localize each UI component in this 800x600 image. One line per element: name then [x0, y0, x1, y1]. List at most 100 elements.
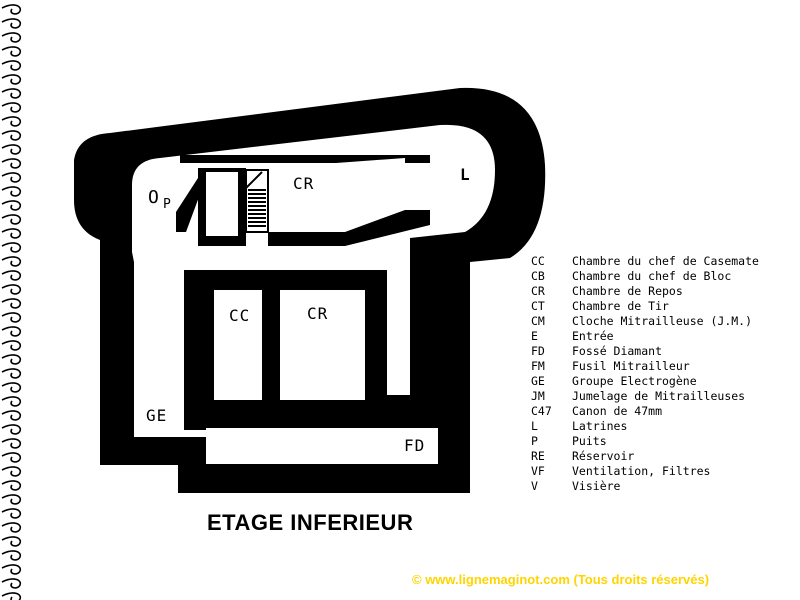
spiral-loop — [1, 256, 22, 267]
legend-row: E Entrée — [531, 329, 759, 344]
legend-code: CT — [531, 299, 545, 313]
spiral-loop — [1, 200, 22, 211]
wall-cr-top — [280, 270, 365, 290]
legend-description: Chambre du chef de Bloc — [572, 269, 732, 283]
spiral-loop — [1, 74, 22, 85]
spiral-loop — [1, 550, 22, 561]
wall-cc-right — [262, 270, 280, 410]
spiral-loop — [1, 228, 22, 239]
legend-row: V Visière — [531, 479, 759, 494]
upper-cr-room — [268, 158, 405, 232]
spiral-loop — [1, 354, 22, 365]
legend-description: Entrée — [572, 329, 614, 343]
spiral-loop — [1, 242, 22, 253]
spiral-loop — [1, 494, 22, 505]
spiral-loop — [1, 130, 22, 141]
spiral-loop — [1, 410, 22, 421]
legend-code: E — [531, 329, 538, 343]
room-label-cr-lower: CR — [307, 304, 329, 323]
legend-row: CC Chambre du chef de Casemate — [531, 254, 759, 269]
legend-description: Jumelage de Mitrailleuses — [572, 389, 746, 403]
legend-description: Réservoir — [572, 449, 635, 463]
spiral-loop — [1, 368, 22, 379]
room-label-ge: GE — [146, 406, 168, 425]
spiral-loop — [1, 186, 22, 197]
legend-code: CB — [531, 269, 545, 283]
legend-code: V — [531, 479, 538, 493]
legend-description: Fusil Mitrailleur — [572, 359, 690, 373]
spiral-loop — [1, 452, 22, 463]
spiral-loop — [1, 508, 22, 519]
spiral-loop — [1, 396, 22, 407]
legend-code: FM — [531, 359, 545, 373]
cr-room — [280, 290, 365, 400]
spiral-loop — [1, 522, 22, 533]
spiral-loop — [1, 326, 22, 337]
legend-description: Ventilation, Filtres — [572, 464, 711, 478]
legend-description: Visière — [572, 479, 621, 493]
fd-wall-slant — [387, 395, 415, 425]
room-label-p: P — [163, 197, 172, 212]
room-label-cr-upper: CR — [293, 174, 315, 193]
legend-description: Chambre du chef de Casemate — [572, 254, 759, 268]
staircase — [248, 189, 266, 227]
legend-row: CT Chambre de Tir — [531, 299, 759, 314]
legend-row: CR Chambre de Repos — [531, 284, 759, 299]
legend-row: CB Chambre du chef de Bloc — [531, 269, 759, 284]
ge-room — [134, 395, 184, 437]
fd-ditch — [206, 428, 438, 464]
legend-description: Chambre de Tir — [572, 299, 669, 313]
spiral-loop — [1, 564, 22, 575]
legend-code: L — [531, 419, 538, 433]
spiral-loop — [1, 480, 22, 491]
plan-title: ETAGE INFERIEUR — [207, 510, 414, 535]
legend-row: VF Ventilation, Filtres — [531, 464, 759, 479]
wall-cr-right — [365, 270, 387, 410]
spiral-loop — [1, 312, 22, 323]
legend-description: Latrines — [572, 419, 628, 433]
room-label-l: L — [460, 165, 471, 184]
legend-description: Cloche Mitrailleuse (J.M.) — [572, 314, 753, 328]
legend-code: CR — [531, 284, 545, 298]
legend-code: FD — [531, 344, 545, 358]
spiral-loop — [1, 424, 22, 435]
legend-row: FM Fusil Mitrailleur — [531, 359, 759, 374]
spiral-loop — [1, 116, 22, 127]
spiral-loop — [1, 102, 22, 113]
wall-cc-top — [214, 270, 262, 290]
upper-cr-wall — [268, 210, 430, 246]
spiral-loop — [1, 158, 22, 169]
legend-code: CC — [531, 254, 545, 268]
legend-code: JM — [531, 389, 545, 403]
room-label-o: O — [148, 187, 160, 208]
legend-description: Puits — [572, 434, 607, 448]
spiral-loop — [1, 298, 22, 309]
legend-description: Chambre de Repos — [572, 284, 683, 298]
spiral-loop — [1, 578, 22, 589]
spiral-loop — [1, 284, 22, 295]
spiral-loop — [1, 18, 22, 29]
legend-row: L Latrines — [531, 419, 759, 434]
legend-code: GE — [531, 374, 545, 388]
legend-description: Canon de 47mm — [572, 404, 663, 418]
lower-wall-band — [184, 400, 410, 430]
wall-cc-left — [184, 270, 214, 410]
spiral-loop — [1, 60, 22, 71]
legend-code: VF — [531, 464, 545, 478]
spiral-loop — [1, 340, 22, 351]
legend-code: CM — [531, 314, 545, 328]
spiral-loop — [1, 438, 22, 449]
copyright-notice: © www.lignemaginot.com (Tous droits rése… — [412, 572, 710, 587]
spiral-loop — [1, 172, 22, 183]
stair-well — [206, 172, 238, 236]
stair-frame — [245, 169, 269, 233]
cc-room — [214, 290, 262, 400]
inner-wall-top — [180, 155, 430, 163]
